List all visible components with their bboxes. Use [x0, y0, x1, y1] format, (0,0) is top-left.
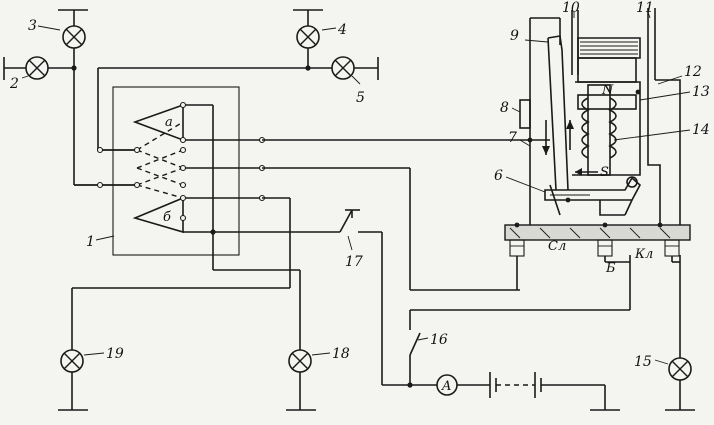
label-8: 8: [500, 100, 509, 116]
label-10: 10: [562, 0, 580, 16]
label-4: 4: [337, 22, 347, 38]
ammeter: [436, 374, 458, 396]
lamp-19: [60, 349, 84, 373]
label-16: 16: [430, 332, 448, 348]
label-18: 18: [332, 346, 350, 362]
label-5: 5: [356, 90, 365, 106]
ammeter-symbol: A: [441, 379, 451, 394]
label-2: 2: [9, 76, 19, 92]
label-14: 14: [692, 122, 710, 138]
label-15: 15: [634, 354, 652, 370]
label-12: 12: [684, 64, 702, 80]
lamp-15: [668, 357, 692, 381]
lamp-4: [296, 25, 320, 49]
magnet-n-symbol: N: [601, 83, 614, 98]
lamp-2: [25, 56, 49, 80]
lamp-15-circuit: [665, 255, 695, 411]
lamp-19-circuit: [58, 372, 88, 411]
symbol-a: а: [165, 115, 173, 130]
block1-outputs: [71, 139, 550, 350]
switch-17: [339, 209, 383, 385]
relay-assembly: [504, 8, 691, 290]
ammeter-battery-circuit: [382, 255, 631, 411]
lamp-5: [331, 56, 355, 80]
terminal-sl-label: Сл: [548, 239, 566, 254]
lamp-2-circuit: [3, 57, 74, 80]
terminal-kl-label: Кл: [634, 247, 653, 262]
symbol-b: б: [163, 210, 171, 225]
arrow-s-symbol: S: [600, 165, 609, 180]
label-7: 7: [508, 130, 517, 146]
flasher-unit-1: [74, 86, 340, 256]
label-6: 6: [494, 168, 503, 184]
lamp-3: [62, 25, 86, 49]
terminal-b-label: Б: [605, 261, 616, 276]
lamp-18-circuit: [286, 372, 316, 411]
lamp-4-circuit: [293, 9, 323, 68]
label-1: 1: [86, 234, 95, 250]
label-11: 11: [636, 0, 654, 16]
label-19: 19: [106, 346, 124, 362]
label-13: 13: [692, 84, 710, 100]
label-17: 17: [345, 254, 363, 270]
label-leaders: [21, 11, 691, 365]
label-3: 3: [28, 18, 37, 34]
label-9: 9: [510, 28, 519, 44]
lamp-18: [288, 349, 312, 373]
